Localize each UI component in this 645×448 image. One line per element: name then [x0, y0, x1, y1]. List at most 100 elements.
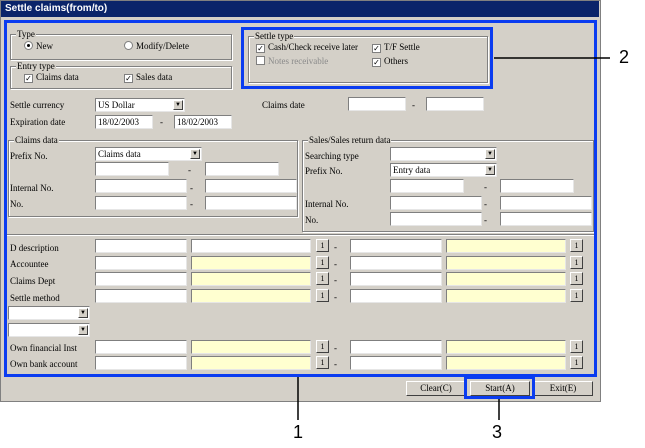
d-description-to-name[interactable]	[446, 239, 566, 253]
own-financial-from-code[interactable]	[95, 340, 187, 354]
chevron-down-icon: ▼	[173, 100, 183, 110]
callout-number-2: 2	[619, 47, 630, 67]
sales-no-from-field[interactable]	[390, 212, 482, 226]
settle-notes-checkbox[interactable]: Notes receivable	[256, 56, 328, 67]
claims-internal-label: Internal No.	[10, 183, 54, 193]
d-description-to-code[interactable]	[350, 239, 442, 253]
settle-tf-checkbox[interactable]: ✓T/F Settle	[372, 42, 420, 53]
highlight-box-settle-type	[241, 27, 493, 89]
settle-type-label: Settle type	[254, 31, 295, 42]
claims-date-to-field[interactable]	[426, 97, 484, 111]
own-bank-to-code[interactable]	[350, 356, 442, 370]
sales-searching-select[interactable]: ▼	[390, 147, 497, 161]
own-financial-to-code[interactable]	[350, 340, 442, 354]
own-bank-from-code[interactable]	[95, 356, 187, 370]
sales-prefix-from-field[interactable]	[390, 179, 464, 193]
d-description-label: D description	[10, 243, 59, 253]
range-dash: -	[484, 215, 487, 225]
sales-prefix-select[interactable]: Entry data▼	[390, 163, 497, 177]
entry-sales-checkbox[interactable]: ✓Sales data	[124, 72, 173, 83]
sales-data-group: Sales/Sales return data	[302, 135, 594, 232]
chevron-down-icon: ▼	[78, 308, 88, 318]
accountee-from-name[interactable]	[191, 256, 311, 270]
start-button[interactable]: Start(A)	[470, 381, 530, 396]
expiration-to-field[interactable]: 18/02/2003	[174, 115, 232, 129]
claims-internal-from-field[interactable]	[95, 179, 187, 193]
claims-prefix-select[interactable]: Claims data▼	[95, 147, 202, 161]
claims-dept-to-lookup-button[interactable]: 1	[570, 272, 583, 285]
claims-dept-to-code[interactable]	[350, 272, 442, 286]
type-group-label: Type	[16, 29, 36, 40]
own-financial-from-lookup-button[interactable]: 1	[316, 340, 329, 353]
claims-dept-label: Claims Dept	[10, 276, 56, 286]
own-bank-to-name[interactable]	[446, 356, 566, 370]
d-description-from-lookup-button[interactable]: 1	[316, 239, 329, 252]
check-icon: ✓	[24, 74, 33, 83]
accountee-from-lookup-button[interactable]: 1	[316, 256, 329, 269]
sales-no-label: No.	[305, 215, 319, 225]
settle-method-to-name[interactable]	[446, 289, 566, 303]
own-bank-to-lookup-button[interactable]: 1	[570, 356, 583, 369]
extra-filter-select-1[interactable]: ▼	[8, 306, 90, 320]
claims-date-label: Claims date	[262, 100, 305, 110]
settle-method-to-code[interactable]	[350, 289, 442, 303]
own-bank-from-lookup-button[interactable]: 1	[316, 356, 329, 369]
chevron-down-icon: ▼	[485, 165, 495, 175]
settle-others-checkbox[interactable]: ✓Others	[372, 56, 408, 67]
range-dash: -	[334, 343, 337, 353]
entry-type-group: Entry type	[10, 61, 232, 89]
own-financial-from-name[interactable]	[191, 340, 311, 354]
settle-method-from-name[interactable]	[191, 289, 311, 303]
sales-searching-label: Searching type	[305, 151, 359, 161]
claims-dept-to-name[interactable]	[446, 272, 566, 286]
callout-number-1: 1	[293, 422, 304, 442]
sales-internal-label: Internal No.	[305, 199, 349, 209]
sales-no-to-field[interactable]	[500, 212, 592, 226]
settle-currency-select[interactable]: US Dollar▼	[95, 98, 185, 112]
own-financial-to-name[interactable]	[446, 340, 566, 354]
settle-method-from-lookup-button[interactable]: 1	[316, 289, 329, 302]
checkbox-empty-icon	[256, 56, 265, 65]
sales-prefix-to-field[interactable]	[500, 179, 574, 193]
claims-no-from-field[interactable]	[95, 196, 187, 210]
sales-internal-to-field[interactable]	[500, 196, 592, 210]
settle-method-from-code[interactable]	[95, 289, 187, 303]
extra-filter-select-2[interactable]: ▼	[8, 323, 90, 337]
accountee-from-code[interactable]	[95, 256, 187, 270]
accountee-to-code[interactable]	[350, 256, 442, 270]
type-modify-radio[interactable]: Modify/Delete	[124, 41, 189, 52]
accountee-to-lookup-button[interactable]: 1	[570, 256, 583, 269]
range-dash: -	[334, 275, 337, 285]
d-description-to-lookup-button[interactable]: 1	[570, 239, 583, 252]
d-description-from-code[interactable]	[95, 239, 187, 253]
claims-prefix-from-field[interactable]	[95, 162, 169, 176]
settle-cash-checkbox[interactable]: ✓Cash/Check receive later	[256, 42, 358, 53]
d-description-from-name[interactable]	[191, 239, 311, 253]
sales-prefix-label: Prefix No.	[305, 166, 343, 176]
claims-date-from-field[interactable]	[348, 97, 406, 111]
entry-claims-checkbox[interactable]: ✓Claims data	[24, 72, 79, 83]
own-financial-to-lookup-button[interactable]: 1	[570, 340, 583, 353]
claims-internal-to-field[interactable]	[205, 179, 297, 193]
range-dash: -	[190, 199, 193, 209]
claims-data-label: Claims data	[14, 135, 59, 146]
type-group: Type	[10, 29, 232, 60]
claims-dept-from-name[interactable]	[191, 272, 311, 286]
own-bank-from-name[interactable]	[191, 356, 311, 370]
chevron-down-icon: ▼	[190, 149, 200, 159]
chevron-down-icon: ▼	[485, 149, 495, 159]
accountee-to-name[interactable]	[446, 256, 566, 270]
clear-button[interactable]: Clear(C)	[406, 381, 466, 396]
range-dash: -	[334, 292, 337, 302]
claims-dept-from-code[interactable]	[95, 272, 187, 286]
type-new-radio[interactable]: New	[24, 41, 53, 52]
claims-prefix-to-field[interactable]	[205, 162, 279, 176]
sales-internal-from-field[interactable]	[390, 196, 482, 210]
claims-dept-from-lookup-button[interactable]: 1	[316, 272, 329, 285]
settle-type-group: Settle type	[248, 31, 488, 83]
claims-no-to-field[interactable]	[205, 196, 297, 210]
expiration-from-field[interactable]: 18/02/2003	[95, 115, 153, 129]
settle-method-to-lookup-button[interactable]: 1	[570, 289, 583, 302]
range-dash: -	[188, 165, 191, 175]
